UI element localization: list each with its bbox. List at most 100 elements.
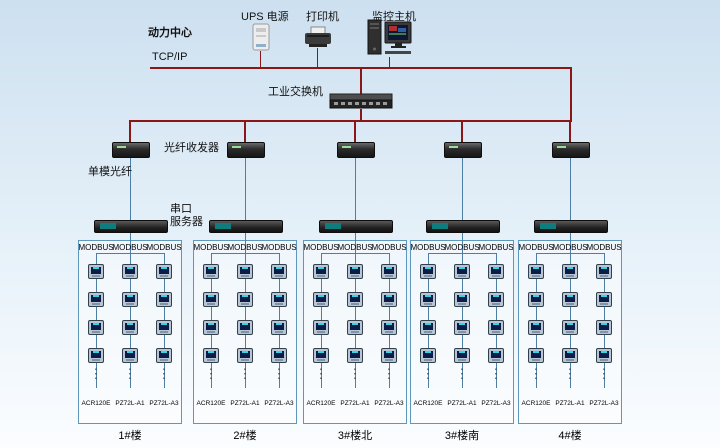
ups-icon — [252, 23, 270, 51]
meter-screen — [531, 267, 541, 274]
meter-model-label: PZ72L-A3 — [149, 400, 179, 407]
power-meter-icon — [156, 320, 172, 335]
power-meter-icon — [313, 348, 329, 363]
meter-model-label: PZ72L-A3 — [481, 400, 511, 407]
serial-server-label: 串口 服务器 — [170, 203, 203, 229]
modbus-protocol-label: MODBUS — [303, 243, 339, 252]
meter-model-label: PZ72L-A3 — [264, 400, 294, 407]
power-meter-icon — [122, 320, 138, 335]
ellipsis-dots: ⋮ — [89, 366, 103, 381]
modbus-protocol-label: MODBUS — [146, 243, 182, 252]
serial-server-icon — [209, 220, 283, 233]
power-meter-icon — [203, 292, 219, 307]
meter-model-label: ACR120E — [81, 400, 111, 407]
modbus-protocol-label: MODBUS — [586, 243, 622, 252]
meter-screen — [350, 323, 360, 330]
power-meter-icon — [454, 264, 470, 279]
meter-screen — [316, 295, 326, 302]
power-meter-icon — [596, 320, 612, 335]
meter-model-label: ACR120E — [521, 400, 551, 407]
power-meter-icon — [271, 264, 287, 279]
power-meter-icon — [488, 320, 504, 335]
server-downlink-line — [355, 231, 356, 254]
meter-screen — [423, 351, 433, 358]
serial-server-icon — [426, 220, 500, 233]
power-meter-icon — [488, 292, 504, 307]
fiber-transceiver-icon — [444, 142, 482, 158]
power-meter-icon — [347, 292, 363, 307]
meter-screen — [565, 295, 575, 302]
meter-screen — [565, 323, 575, 330]
fiber-link-line — [462, 156, 463, 220]
meter-screen — [565, 351, 575, 358]
group-name-label: 2#楼 — [233, 430, 257, 442]
power-center-label: 动力中心 — [148, 27, 192, 39]
group-drop-line — [354, 122, 356, 142]
power-meter-icon — [271, 292, 287, 307]
power-meter-icon — [528, 320, 544, 335]
meter-screen — [457, 295, 467, 302]
modbus-protocol-label: MODBUS — [227, 243, 263, 252]
meter-model-label: PZ72L-A1 — [115, 400, 145, 407]
fiber-transceiver-label: 光纤收发器 — [164, 142, 219, 154]
meter-model-label: PZ72L-A1 — [555, 400, 585, 407]
meter-screen — [316, 267, 326, 274]
group-drop-line — [461, 122, 463, 142]
modbus-protocol-label: MODBUS — [78, 243, 114, 252]
tcpip-label: TCP/IP — [152, 51, 188, 63]
meter-model-label: ACR120E — [413, 400, 443, 407]
modbus-protocol-label: MODBUS — [193, 243, 229, 252]
modbus-protocol-label: MODBUS — [410, 243, 446, 252]
meter-screen — [531, 295, 541, 302]
meter-model-label: PZ72L-A3 — [589, 400, 619, 407]
power-meter-icon — [488, 264, 504, 279]
power-meter-icon — [562, 348, 578, 363]
meter-screen — [274, 295, 284, 302]
meter-screen — [599, 295, 609, 302]
meter-screen — [423, 267, 433, 274]
fiber-link-line — [245, 156, 246, 220]
ellipsis-dots: ⋮ — [238, 366, 252, 381]
serial-server-label-line1: 串口 — [170, 203, 192, 215]
power-meter-icon — [313, 320, 329, 335]
meter-screen — [159, 295, 169, 302]
switch-downlink-line — [360, 109, 362, 121]
power-meter-icon — [454, 320, 470, 335]
power-meter-icon — [420, 264, 436, 279]
power-meter-icon — [420, 320, 436, 335]
group-name-label: 3#楼北 — [337, 430, 373, 442]
meter-screen — [316, 323, 326, 330]
power-meter-icon — [122, 264, 138, 279]
meter-screen — [423, 323, 433, 330]
fiber-link-line — [355, 156, 356, 220]
meter-screen — [206, 267, 216, 274]
meter-screen — [91, 323, 101, 330]
meter-screen — [384, 323, 394, 330]
power-meter-icon — [237, 320, 253, 335]
meter-screen — [91, 351, 101, 358]
power-meter-icon — [420, 292, 436, 307]
power-meter-icon — [271, 320, 287, 335]
meter-screen — [274, 351, 284, 358]
group-name-label: 1#楼 — [118, 430, 142, 442]
single-mode-fiber-label: 单模光纤 — [88, 166, 132, 178]
monitor-connector-line — [389, 57, 390, 67]
power-meter-icon — [203, 348, 219, 363]
meter-screen — [599, 323, 609, 330]
meter-model-label: PZ72L-A3 — [374, 400, 404, 407]
fiber-transceiver-icon — [112, 142, 150, 158]
meter-screen — [599, 267, 609, 274]
power-meter-icon — [313, 264, 329, 279]
server-downlink-line — [570, 231, 571, 254]
meter-screen — [91, 267, 101, 274]
ellipsis-dots: ⋮ — [421, 366, 435, 381]
power-meter-icon — [156, 292, 172, 307]
power-meter-icon — [596, 348, 612, 363]
meter-screen — [423, 295, 433, 302]
fiber-link-line — [130, 156, 131, 220]
ups-connector-line — [260, 51, 261, 67]
printer-label: 打印机 — [306, 11, 339, 23]
power-meter-icon — [203, 264, 219, 279]
serial-server-icon — [319, 220, 393, 233]
